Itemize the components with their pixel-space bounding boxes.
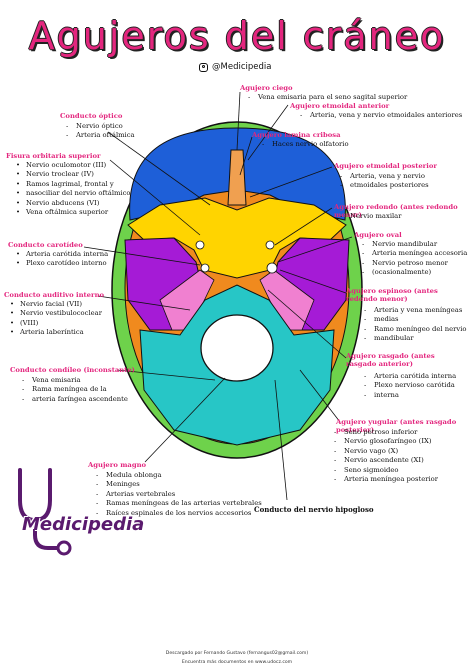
list-item: Arteria y vena meníngeas (364, 306, 467, 316)
label-oval: Agujero oval (354, 231, 402, 239)
label-magno: Agujero magno (88, 461, 147, 469)
label-auditivo: Conducto auditivo interno (4, 291, 105, 299)
label-etmoidal-anterior: Agujero etmoidal anterior (290, 102, 390, 110)
list-auditivo: Nervio facial (VII) Nervio vestibulococl… (10, 300, 102, 338)
brand-handle[interactable]: @Medicipedia (199, 62, 271, 72)
label-carotideo: Conducto carotídeo (8, 241, 83, 249)
foramen-ovale-right (266, 262, 278, 274)
list-item: Arteria meníngea accesoria (362, 249, 467, 259)
list-item: Nervio oculomotor (III) (16, 161, 131, 171)
list-rasgado: Arteria carótida interna Plexo nervioso … (364, 372, 456, 401)
list-item: Nervio vago (X) (334, 447, 438, 457)
list-item: Vena emisaria para el seno sagital super… (248, 93, 407, 103)
stethoscope-chest-piece (56, 540, 72, 556)
list-item: Medula oblonga (96, 471, 262, 481)
list-etmoidal-posterior: Arteria, vena y nervio etmoidales poster… (340, 172, 429, 191)
list-item: Vena emisaria (22, 376, 128, 386)
label-espinoso: Agujero espinoso (antes redondo menor) (346, 287, 438, 303)
list-item: Raíces espinales de los nervios accesori… (96, 509, 262, 519)
list-redondo: Nervio maxilar (340, 212, 401, 222)
label-etmoidal-posterior: Agujero etmoidal posterior (334, 162, 437, 170)
list-item: Nervio troclear (IV) (16, 170, 131, 180)
list-item: Rama meníngea de la (22, 385, 128, 395)
stethoscope-icon (18, 468, 64, 550)
list-item: Arteria, vena y nervio etmoidales anteri… (300, 111, 462, 121)
list-item: Arteria carótida interna (16, 250, 108, 260)
list-item: Nervio maxilar (340, 212, 401, 222)
list-item: Ramo meníngeo del nervio (364, 325, 467, 335)
list-item: Nervio óptico (66, 122, 135, 132)
footer-download: Descargado por Fernando Gustavo (fernang… (165, 651, 309, 656)
list-item: Nervio vestibulococlear (10, 309, 102, 319)
list-item: nasociliar del nervio oftálmico (16, 189, 131, 199)
list-magno: Medula oblonga Meninges Arterias vertebr… (96, 471, 262, 518)
list-carotideo: Arteria carótida interna Plexo carotídeo… (16, 250, 108, 269)
list-item: medias (364, 315, 467, 325)
list-item: Seno petroso inferior (334, 428, 438, 438)
list-item: mandibular (364, 334, 467, 344)
list-item: Plexo carotídeo interno (16, 259, 108, 269)
list-etmoidal-anterior: Arteria, vena y nervio etmoidales anteri… (300, 111, 462, 121)
label-condileo: Conducto condíleo (inconstante) (10, 366, 135, 374)
list-item: Haces nervio olfatorio (262, 140, 349, 150)
label-hipogloso: Conducto del nervio hipogloso (254, 505, 374, 514)
list-item: Nervio ascendente (XI) (334, 456, 438, 466)
list-item: Arterias vertebrales (96, 490, 262, 500)
list-item: interna (364, 391, 456, 401)
list-ciego: Vena emisaria para el seno sagital super… (248, 93, 407, 103)
foramen-rotundum-right (265, 240, 275, 250)
list-item: Arteria carótida interna (364, 372, 456, 382)
list-item: Nervio mandibular (362, 240, 467, 250)
list-item: (VIII) (10, 319, 102, 329)
list-item: (ocasionalmente) (362, 268, 467, 278)
list-optico: Nervio óptico Arteria oftálmica (66, 122, 135, 141)
list-item: Nervio petroso menor (362, 259, 467, 269)
list-item: Arteria, vena y nervio (340, 172, 429, 182)
list-item: Arteria laberíntica (10, 328, 102, 338)
list-item: etmoidales posteriores (340, 181, 429, 191)
label-lamina-cribosa: Agujero lamina cribosa (252, 131, 341, 139)
list-item: Nervio glosofaríngeo (IX) (334, 437, 438, 447)
list-item: Plexo nervioso carótida (364, 381, 456, 391)
list-item: Ramas meníngeas de las arterias vertebra… (96, 499, 262, 509)
brand-handle-text: @Medicipedia (212, 62, 272, 72)
list-lamina-cribosa: Haces nervio olfatorio (262, 140, 349, 150)
list-item: Arteria oftálmica (66, 131, 135, 141)
leader-lines (83, 91, 353, 501)
page-title: Agujeros del cráneo (28, 14, 446, 58)
list-item: Meninges (96, 480, 262, 490)
foramen-ovale-left (200, 263, 210, 273)
list-fisura: Nervio oculomotor (III) Nervio troclear … (16, 161, 131, 218)
list-item: Ramos lagrimal, frontal y (16, 180, 131, 190)
list-item: Vena oftálmica superior (16, 208, 131, 218)
list-item: arteria faríngea ascendente (22, 395, 128, 405)
foramen-rotundum-left (195, 240, 205, 250)
label-ciego: Agujero ciego (240, 84, 293, 92)
label-rasgado: Agujero rasgado (antes rasgado anterior) (346, 352, 435, 368)
list-yugular: Seno petroso inferior Nervio glosofaríng… (334, 428, 438, 485)
instagram-icon (199, 62, 208, 72)
list-condileo: Vena emisaria Rama meníngea de la arteri… (22, 376, 128, 405)
logo-wordmark: Medicipedia (22, 514, 145, 535)
list-item: Arteria meníngea posterior (334, 475, 438, 485)
label-fisura: Fisura orbitaria superior (6, 152, 101, 160)
label-optico: Conducto óptico (60, 112, 123, 120)
list-espinoso: Arteria y vena meníngeas medias Ramo men… (364, 306, 467, 344)
foramen-magnum (200, 314, 274, 382)
list-item: Nervio abducens (VI) (16, 199, 131, 209)
crista-galli (227, 149, 247, 206)
footer-link[interactable]: Encuentra más documentos en www.udocz.co… (181, 660, 293, 665)
list-item: Seno sigmoideo (334, 466, 438, 476)
list-item: Nervio facial (VII) (10, 300, 102, 310)
list-oval: Nervio mandibular Arteria meníngea acces… (362, 240, 467, 278)
